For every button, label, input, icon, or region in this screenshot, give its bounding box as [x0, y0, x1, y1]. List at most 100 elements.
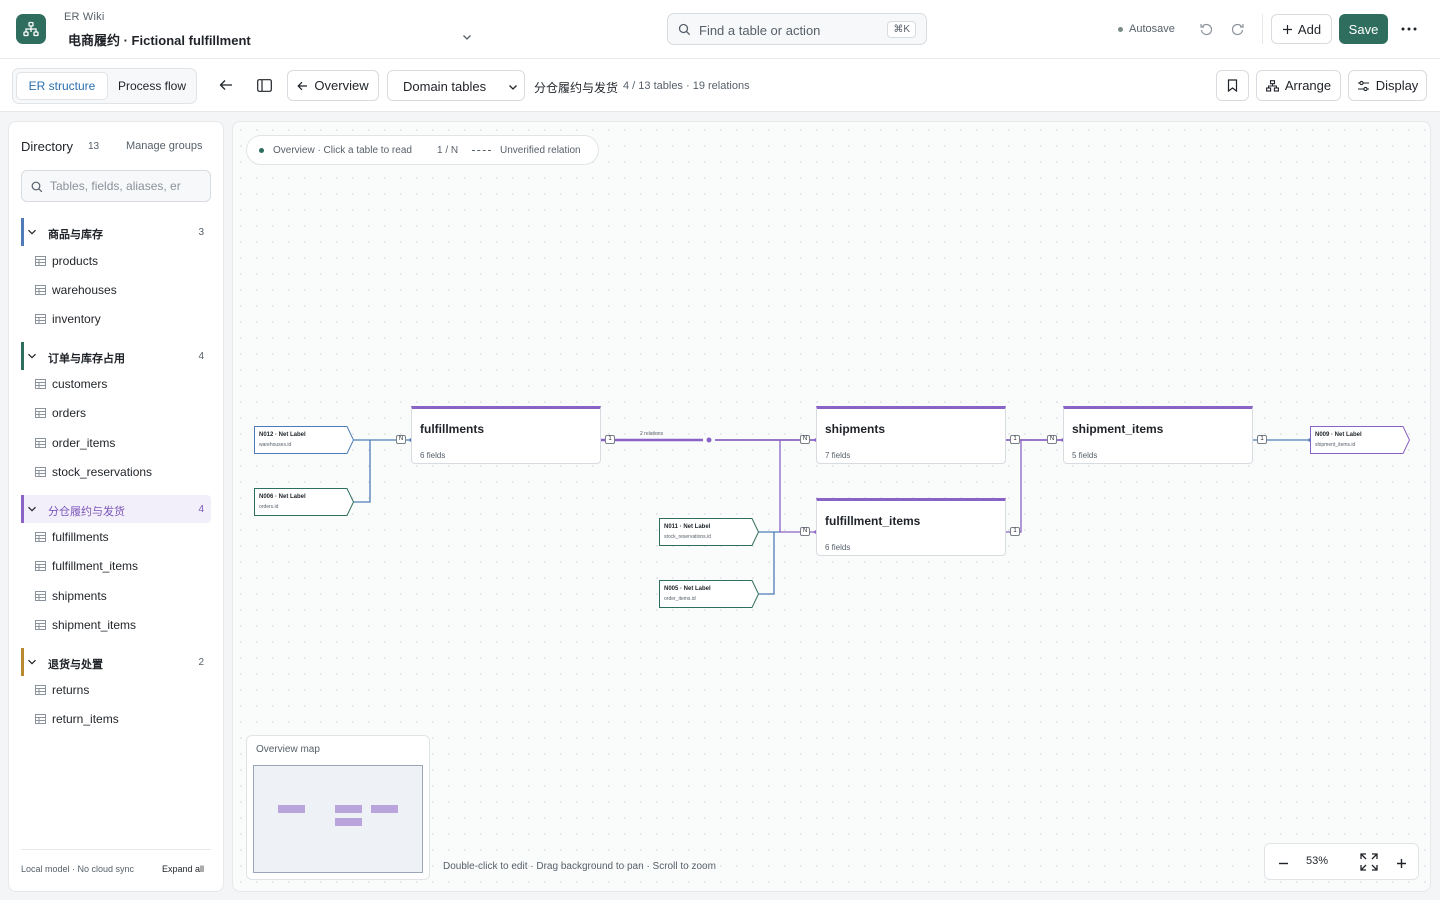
autosave-status: Autosave [1118, 23, 1175, 35]
entity-shipment-items[interactable]: shipment_items 5 fields [1063, 406, 1253, 464]
minimap-block [335, 818, 362, 826]
table-icon [35, 256, 46, 266]
entity-fulfillments[interactable]: fulfillments 6 fields [411, 406, 601, 464]
external-node-shipment-items[interactable]: N009 · Net Label shipment_items.id [1310, 426, 1410, 454]
display-label: Display [1375, 78, 1419, 93]
zoom-in-icon[interactable] [1390, 852, 1412, 874]
table-name: products [52, 254, 99, 268]
table-icon [35, 591, 46, 601]
sidebar-item-stock-reservations[interactable]: stock_reservations [35, 463, 152, 481]
view-switcher: ER structure Process flow [12, 68, 197, 104]
undo-icon[interactable] [1195, 18, 1217, 40]
project-title[interactable]: 电商履约 · Fictional fulfillment [68, 33, 251, 48]
external-node-stock-reservations[interactable]: N011 · Net Label stock_reservations.id [659, 518, 759, 546]
sidebar-item-inventory[interactable]: inventory [35, 310, 101, 328]
node-field: warehouses.id [259, 442, 292, 448]
arrange-label: Arrange [1284, 78, 1332, 93]
shortcut-badge: ⌘K [887, 21, 916, 38]
autosave-dot-icon [1118, 26, 1123, 32]
domain-select[interactable]: Domain tables [387, 70, 525, 101]
group-color-bar [21, 342, 24, 370]
er-canvas[interactable]: Overview · Click a table to read 1 / N U… [232, 121, 1431, 892]
sidebar-item-warehouses[interactable]: warehouses [35, 281, 117, 299]
legend-unverified: Unverified relation [500, 145, 581, 156]
group-count: 2 [198, 657, 204, 668]
more-icon[interactable] [1398, 18, 1420, 40]
table-name: customers [52, 377, 108, 391]
sidebar-item-customers[interactable]: customers [35, 375, 107, 393]
chevron-down-icon [28, 229, 36, 235]
sidebar-item-products[interactable]: products [35, 252, 98, 270]
relation-count-label: 2 relations [640, 431, 664, 437]
overview-button[interactable]: Overview [287, 70, 379, 101]
chevron-down-icon [28, 353, 36, 359]
sidebar-item-shipments[interactable]: shipments [35, 587, 107, 605]
sidebar-item-fulfillment-items[interactable]: fulfillment_items [35, 557, 138, 575]
group-name: 退货与处置 [48, 659, 103, 671]
arrange-icon [1265, 79, 1279, 92]
table-name: stock_reservations [52, 465, 153, 479]
table-icon [35, 532, 46, 542]
relation-edge [1006, 440, 1022, 533]
legend-overview: Overview · Click a table to read [273, 145, 412, 156]
save-button[interactable]: Save [1339, 14, 1388, 44]
table-icon [35, 685, 46, 695]
zoom-level: 53% [1306, 855, 1329, 867]
bookmark-button[interactable] [1216, 70, 1249, 101]
sidebar-item-shipment-items[interactable]: shipment_items [35, 616, 136, 634]
directory-sidebar: Directory 13 Manage groups 商品与库存 3 produ… [8, 121, 224, 892]
plus-icon [1282, 24, 1292, 34]
sliders-icon [1357, 80, 1369, 91]
group-orders-reservations[interactable]: 订单与库存占用 4 [21, 342, 211, 370]
table-name: returns [52, 683, 90, 697]
node-name: N005 · Net Label [664, 586, 711, 592]
search-input[interactable]: Find a table or action ⌘K [667, 13, 927, 45]
table-name: shipments [52, 589, 107, 603]
sidebar-item-fulfillments[interactable]: fulfillments [35, 528, 109, 546]
external-node-orders[interactable]: N006 · Net Label orders.id [254, 488, 354, 516]
overview-map-viewport[interactable] [253, 765, 423, 873]
cardinality-label: 1 [1010, 435, 1020, 444]
fit-view-icon[interactable] [1358, 851, 1380, 873]
group-fulfillment-shipping[interactable]: 分仓履约与发货 4 [21, 495, 211, 523]
directory-search[interactable] [21, 170, 211, 202]
overview-map[interactable]: Overview map [246, 735, 430, 880]
directory-search-input[interactable] [50, 177, 208, 195]
overview-label: Overview [314, 78, 369, 93]
sidebar-item-order-items[interactable]: order_items [35, 434, 115, 452]
sidebar-toggle-icon[interactable] [253, 74, 275, 96]
sidebar-item-return-items[interactable]: return_items [35, 710, 119, 728]
table-icon [35, 561, 46, 571]
node-field: stock_reservations.id [664, 534, 711, 540]
entity-name: shipments [825, 422, 886, 436]
entity-shipments[interactable]: shipments 7 fields [816, 406, 1006, 464]
group-name: 订单与库存占用 [48, 353, 125, 365]
group-products-inventory[interactable]: 商品与库存 3 [21, 218, 211, 246]
sidebar-item-orders[interactable]: orders [35, 404, 86, 422]
app-logo-icon[interactable] [16, 14, 46, 44]
sidebar-item-returns[interactable]: returns [35, 681, 89, 699]
external-node-order-items[interactable]: N005 · Net Label order_items.id [659, 580, 759, 608]
external-node-warehouses[interactable]: N012 · Net Label warehouses.id [254, 426, 354, 454]
table-name: fulfillment_items [52, 559, 139, 573]
group-returns[interactable]: 退货与处置 2 [21, 648, 211, 676]
legend-cardinality: 1 / N [437, 145, 459, 156]
tab-process-flow[interactable]: Process flow [117, 79, 187, 93]
display-button[interactable]: Display [1348, 70, 1427, 101]
manage-groups-button[interactable]: Manage groups [126, 140, 203, 152]
expand-all-button[interactable]: Expand all [162, 864, 205, 874]
redo-icon[interactable] [1227, 18, 1249, 40]
directory-title: Directory [21, 139, 74, 154]
back-arrow-icon[interactable] [215, 74, 237, 96]
entity-field-count: 6 fields [825, 543, 851, 552]
entity-name: shipment_items [1072, 422, 1164, 436]
arrange-button[interactable]: Arrange [1256, 70, 1341, 101]
net-label-shape [1310, 426, 1410, 454]
add-button[interactable]: Add [1271, 14, 1332, 44]
group-count: 4 [198, 504, 204, 515]
tab-er-structure[interactable]: ER structure [16, 72, 108, 100]
entity-fulfillment-items[interactable]: fulfillment_items 6 fields [816, 498, 1006, 556]
cardinality-label: 1 [1010, 527, 1020, 536]
zoom-out-icon[interactable] [1272, 852, 1294, 874]
chevron-down-icon[interactable] [461, 31, 473, 43]
